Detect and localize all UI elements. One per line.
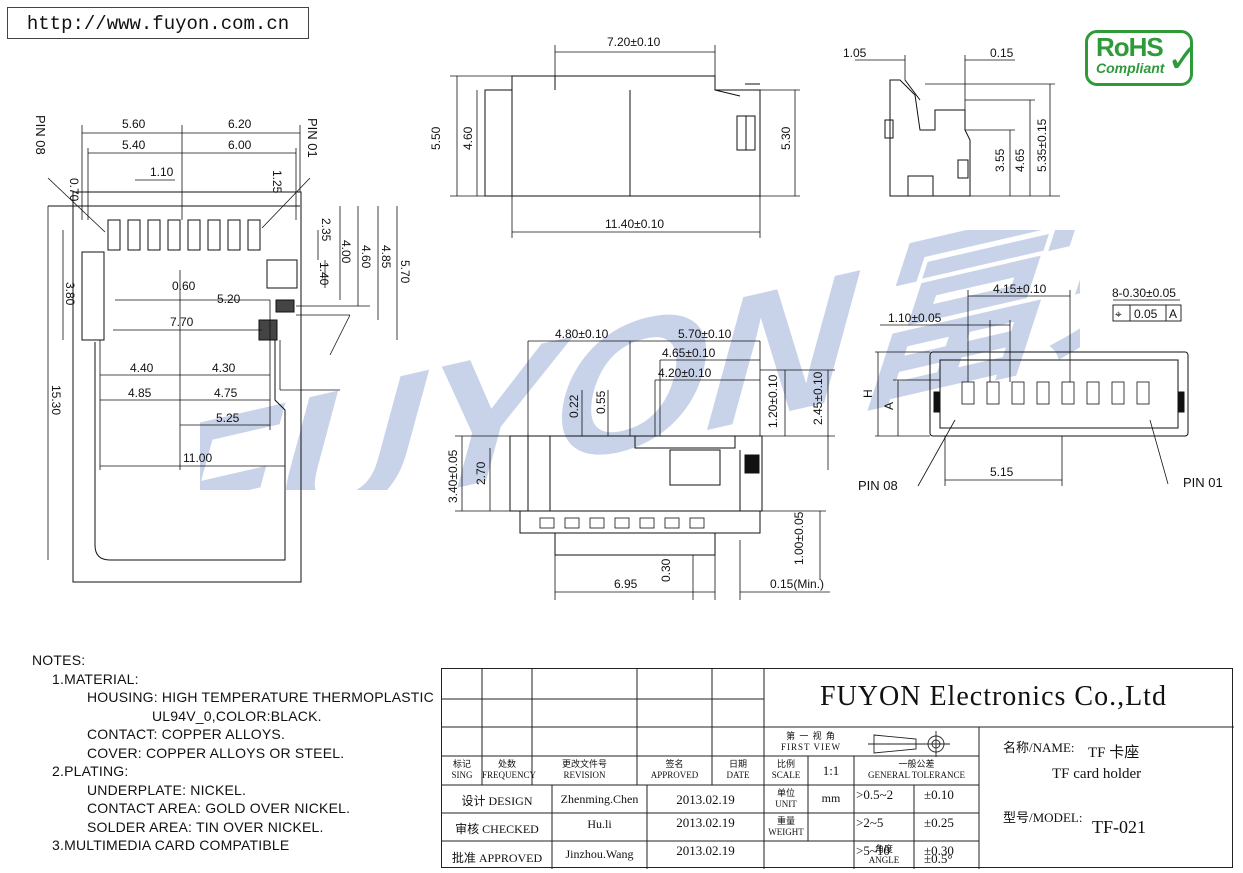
rohs-title: RoHS xyxy=(1096,32,1164,62)
svg-text:0.15: 0.15 xyxy=(990,46,1014,60)
svg-text:15.30: 15.30 xyxy=(49,385,63,415)
product-name-en: TF card holder xyxy=(1052,766,1142,782)
svg-text:0.05: 0.05 xyxy=(1134,307,1158,321)
pin01-label-right: PIN 01 xyxy=(1183,475,1223,490)
svg-text:4.20±0.10: 4.20±0.10 xyxy=(658,366,712,380)
svg-text:7.20±0.10: 7.20±0.10 xyxy=(607,35,661,49)
svg-text:0.22: 0.22 xyxy=(567,394,581,418)
svg-text:2.45±0.10: 2.45±0.10 xyxy=(811,371,825,425)
contact-pads xyxy=(107,219,261,251)
rohs-subtitle: Compliant xyxy=(1096,60,1165,76)
svg-text:4.65±0.10: 4.65±0.10 xyxy=(662,346,716,360)
svg-text:4.40: 4.40 xyxy=(130,361,154,375)
bottom-view xyxy=(929,351,1189,437)
svg-text:A: A xyxy=(1169,307,1177,321)
svg-text:4.00: 4.00 xyxy=(339,240,353,264)
svg-text:5.40: 5.40 xyxy=(122,138,146,152)
end-view xyxy=(884,79,971,197)
svg-text:4.80±0.10: 4.80±0.10 xyxy=(555,327,609,341)
svg-text:0.30: 0.30 xyxy=(659,558,673,582)
website-url: http://www.fuyon.com.cn xyxy=(7,7,309,39)
model-number: TF-021 xyxy=(1092,817,1146,837)
product-name-cn: TF 卡座 xyxy=(1088,745,1140,761)
svg-text:5.70±0.10: 5.70±0.10 xyxy=(678,327,732,341)
svg-text:7.70: 7.70 xyxy=(170,315,194,329)
pin08-label-left: PIN 08 xyxy=(33,115,48,155)
svg-text:11.00: 11.00 xyxy=(183,451,212,465)
svg-text:4.85: 4.85 xyxy=(128,386,152,400)
svg-text:⌖: ⌖ xyxy=(1115,307,1122,321)
svg-text:0.55: 0.55 xyxy=(594,390,608,414)
svg-text:3.55: 3.55 xyxy=(993,148,1007,172)
svg-text:4.60: 4.60 xyxy=(359,245,373,269)
svg-text:5.35±0.15: 5.35±0.15 xyxy=(1035,118,1049,172)
left-view-outline xyxy=(72,191,302,583)
svg-text:2.70: 2.70 xyxy=(474,461,488,485)
company-name: FUYON Electronics Co.,Ltd xyxy=(820,681,1167,712)
svg-text:6.20: 6.20 xyxy=(228,117,252,131)
svg-text:1.05: 1.05 xyxy=(843,46,867,60)
svg-text:4.15±0.10: 4.15±0.10 xyxy=(993,282,1047,296)
svg-text:3.80: 3.80 xyxy=(63,282,77,306)
unit-value: mm xyxy=(821,791,841,805)
side-view xyxy=(484,75,761,197)
rohs-compliant-badge: RoHS Compliant ✓ xyxy=(1085,30,1200,86)
svg-text:5.50: 5.50 xyxy=(429,126,443,150)
svg-text:3.40±0.05: 3.40±0.05 xyxy=(446,449,460,503)
svg-text:H: H xyxy=(861,389,875,398)
svg-text:4.30: 4.30 xyxy=(212,361,236,375)
svg-text:1.10±0.05: 1.10±0.05 xyxy=(888,311,942,325)
front-view xyxy=(509,435,763,556)
svg-text:4.85: 4.85 xyxy=(379,245,393,269)
svg-text:0.15(Min.): 0.15(Min.) xyxy=(770,577,824,591)
svg-text:5.60: 5.60 xyxy=(122,117,146,131)
svg-text:6.95: 6.95 xyxy=(614,577,638,591)
title-block-grid xyxy=(442,669,1234,869)
svg-text:4.60: 4.60 xyxy=(461,126,475,150)
svg-text:8-0.30±0.05: 8-0.30±0.05 xyxy=(1112,286,1176,300)
material-notes: NOTES: 1.MATERIAL: HOUSING: HIGH TEMPERA… xyxy=(32,652,434,853)
svg-text:4.75: 4.75 xyxy=(214,386,238,400)
pin08-label-right: PIN 08 xyxy=(858,478,898,493)
pin01-label-left: PIN 01 xyxy=(305,118,320,158)
svg-text:4.65: 4.65 xyxy=(1013,148,1027,172)
checkmark-icon: ✓ xyxy=(1166,37,1200,81)
scale-value: 1:1 xyxy=(822,763,840,778)
svg-text:5.25: 5.25 xyxy=(216,411,240,425)
projection-symbol-icon xyxy=(868,731,950,757)
svg-text:1.25: 1.25 xyxy=(270,170,284,194)
svg-text:0.60: 0.60 xyxy=(172,279,196,293)
svg-text:2.35: 2.35 xyxy=(319,218,333,242)
svg-text:5.15: 5.15 xyxy=(990,465,1014,479)
svg-text:6.00: 6.00 xyxy=(228,138,252,152)
svg-text:0.70: 0.70 xyxy=(67,178,81,202)
svg-text:11.40±0.10: 11.40±0.10 xyxy=(605,217,664,231)
svg-text:5.20: 5.20 xyxy=(217,292,241,306)
svg-text:A: A xyxy=(882,402,896,410)
svg-text:1.10: 1.10 xyxy=(150,165,174,179)
svg-text:1.40: 1.40 xyxy=(317,262,331,286)
svg-text:1.20±0.10: 1.20±0.10 xyxy=(766,374,780,428)
svg-text:5.70: 5.70 xyxy=(398,260,412,284)
svg-text:5.30: 5.30 xyxy=(779,126,793,150)
svg-text:1.00±0.05: 1.00±0.05 xyxy=(792,511,806,565)
